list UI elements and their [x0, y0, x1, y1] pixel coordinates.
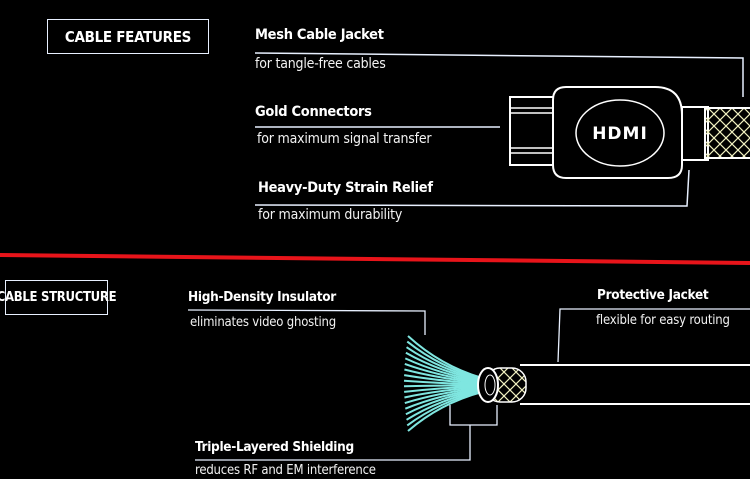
fiber-strand	[407, 391, 483, 432]
feature-title-mesh: Mesh Cable Jacket	[255, 27, 384, 43]
hdmi-connector-illustration	[509, 86, 750, 179]
hdmi-logo: HDMI	[592, 124, 648, 144]
fiber-strand	[406, 340, 483, 380]
fiber-strand	[405, 351, 483, 382]
cable-features-heading: CABLE FEATURES	[47, 19, 209, 54]
fiber-strand	[404, 386, 483, 405]
structure-title-shielding: Triple-Layered Shielding	[195, 439, 354, 455]
cable-illustration	[403, 335, 750, 432]
feature-desc-mesh: for tangle-free cables	[255, 56, 386, 72]
feature-desc-gold: for maximum signal transfer	[257, 131, 432, 147]
structure-desc-shielding: reduces RF and EM interference	[195, 463, 376, 478]
fiber-strand	[404, 362, 483, 384]
feature-title-strain: Heavy-Duty Strain Relief	[258, 180, 433, 196]
feature-leader-lines	[254, 52, 744, 207]
section-divider	[0, 253, 750, 265]
feature-title-gold: Gold Connectors	[255, 104, 372, 120]
fiber-strand	[404, 385, 483, 393]
fiber-strand	[406, 389, 483, 421]
fiber-strand	[403, 384, 483, 388]
fiber-strand	[403, 374, 483, 385]
fiber-strand	[404, 386, 483, 399]
fiber-strand	[407, 335, 483, 379]
structure-title-jacket: Protective Jacket	[597, 287, 709, 303]
fiber-strand	[403, 379, 483, 386]
structure-desc-insulator: eliminates video ghosting	[190, 315, 336, 330]
structure-leader-lines	[187, 308, 750, 461]
fiber-strand	[404, 387, 483, 410]
cable-structure-heading: CABLE STRUCTURE	[0, 280, 117, 315]
fiber-strand	[405, 388, 483, 416]
fiber-strand	[404, 368, 483, 384]
fiber-strand	[406, 390, 483, 427]
structure-desc-jacket: flexible for easy routing	[596, 313, 730, 328]
feature-desc-strain: for maximum durability	[258, 207, 403, 223]
structure-title-insulator: High-Density Insulator	[188, 289, 336, 305]
fiber-strand	[405, 346, 483, 381]
fiber-strand	[404, 357, 483, 383]
